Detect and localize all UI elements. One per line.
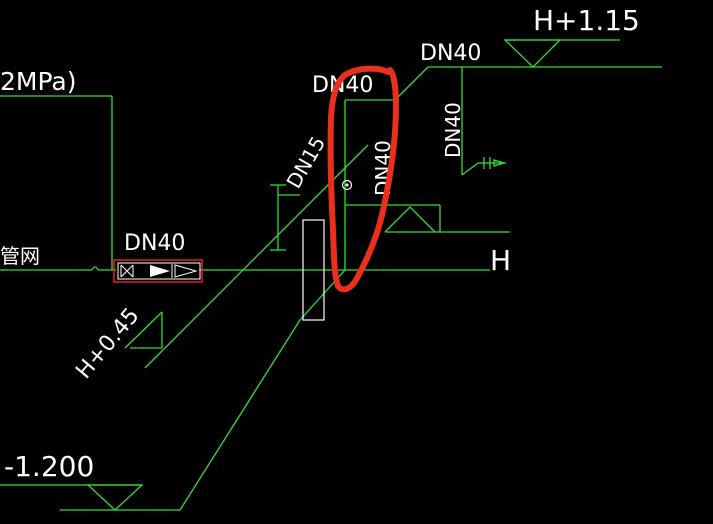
label-elev-diagonal: H+0.45 <box>71 303 144 383</box>
markup-annotation-loop <box>327 65 399 293</box>
elev-bottom-triangle <box>86 484 144 511</box>
label-elev-top: H+1.15 <box>533 4 640 37</box>
label-network: 管网 <box>0 244 40 268</box>
valve-assembly <box>113 259 203 283</box>
label-dn40-vertical-right: DN40 <box>441 102 465 158</box>
backflow-valve-icon <box>174 264 198 278</box>
pipe-lines <box>0 66 662 511</box>
label-dn15: DN15 <box>282 132 331 192</box>
elevation-markers <box>0 39 620 511</box>
pipe-diagonal-top <box>344 144 369 169</box>
elev-marker-diagonal-slope <box>124 311 163 349</box>
pressure-gauge-icon <box>341 179 353 191</box>
elev-top-triangle <box>503 39 562 68</box>
pipe-lower-diagonal <box>179 319 301 511</box>
label-pressure: 2MPa) <box>0 67 77 96</box>
pipe-diagonal-long <box>144 167 346 369</box>
pipe-upper-diagonal <box>394 66 429 101</box>
faucet-tip <box>493 159 507 167</box>
valve-frame <box>117 262 201 280</box>
break-symbol <box>91 266 99 271</box>
gate-valve-icon <box>120 264 134 278</box>
pressure-gauge-dot <box>345 183 349 187</box>
label-dn40-top: DN40 <box>420 41 481 66</box>
pipe-upper-drop-branch <box>461 162 479 176</box>
label-elev-bottom: -1.200 <box>4 450 94 483</box>
elev-right-triangle <box>384 206 436 233</box>
check-valve-icon <box>150 265 170 277</box>
label-elev-right: H <box>490 244 511 277</box>
label-dn40-main: DN40 <box>124 231 185 256</box>
valve-highlight-box <box>113 259 203 283</box>
equipment-box <box>302 219 325 321</box>
